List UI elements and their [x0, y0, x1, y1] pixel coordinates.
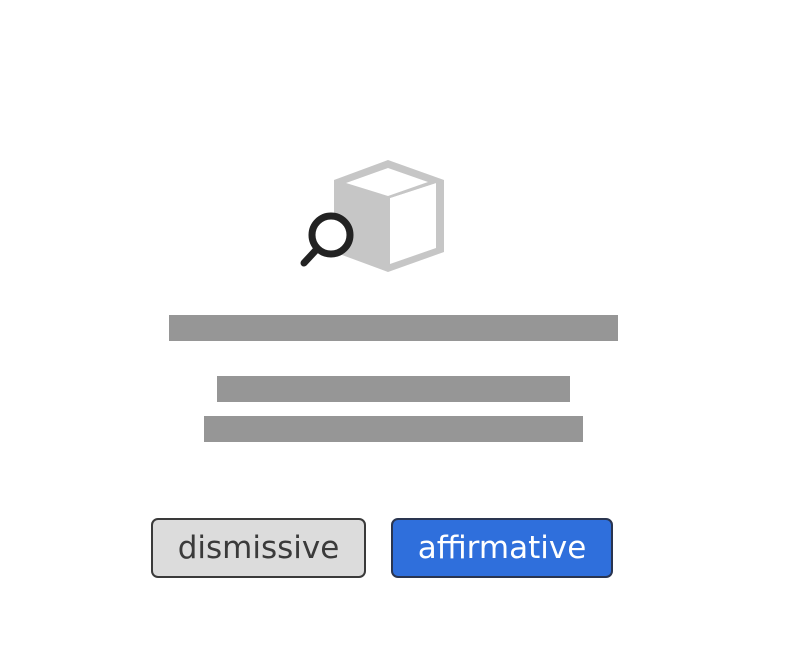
description-placeholder-line-1	[217, 376, 570, 402]
dismissive-button[interactable]: dismissive	[151, 518, 366, 578]
package-search-icon	[300, 160, 444, 272]
title-placeholder	[169, 315, 618, 341]
affirmative-button[interactable]: affirmative	[391, 518, 613, 578]
description-placeholder-line-2	[204, 416, 583, 442]
package-icon	[334, 160, 444, 272]
magnifier-icon	[300, 212, 354, 267]
